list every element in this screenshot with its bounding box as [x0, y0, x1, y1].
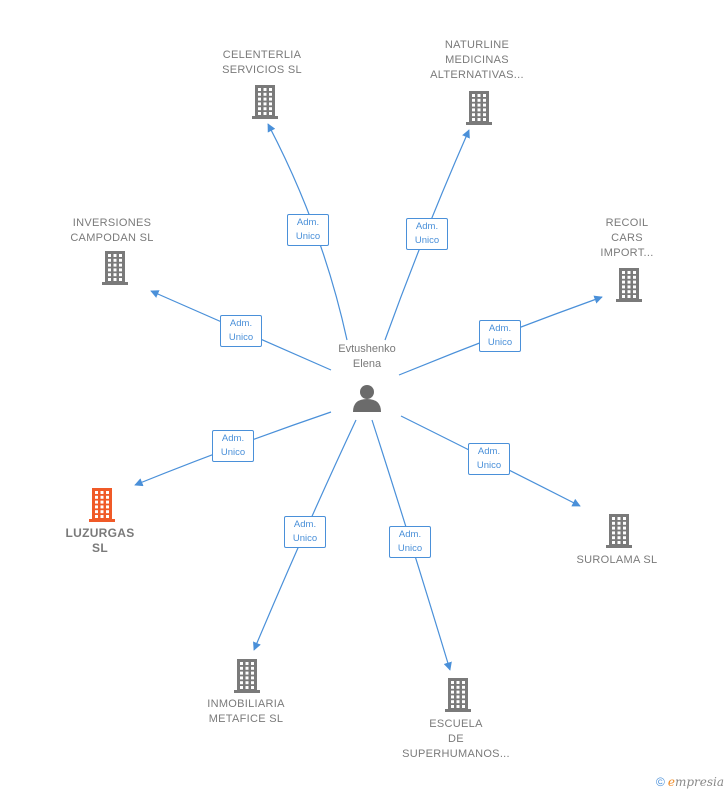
- building-icon-recoil[interactable]: [616, 268, 642, 302]
- company-label-luzurgas[interactable]: LUZURGAS SL: [65, 526, 135, 555]
- role-tag-inmobiliaria[interactable]: Adm. Unico: [284, 516, 326, 548]
- role-tag-celenterlia[interactable]: Adm. Unico: [287, 214, 329, 246]
- person-icon[interactable]: [353, 385, 381, 412]
- company-label-escuela[interactable]: ESCUELA DE SUPERHUMANOS...: [402, 718, 510, 760]
- role-tag-luzurgas[interactable]: Adm. Unico: [212, 430, 254, 462]
- role-tag-inversiones[interactable]: Adm. Unico: [220, 315, 262, 347]
- building-icon-luzurgas[interactable]: [89, 488, 115, 522]
- company-label-surolama[interactable]: SUROLAMA SL: [576, 554, 658, 566]
- company-label-naturline[interactable]: NATURLINE MEDICINAS ALTERNATIVAS...: [430, 39, 524, 81]
- role-tag-naturline[interactable]: Adm. Unico: [406, 218, 448, 250]
- role-tag-surolama[interactable]: Adm. Unico: [468, 443, 510, 475]
- building-icon-inmobiliaria[interactable]: [234, 659, 260, 693]
- brand-name: mpresia: [674, 775, 724, 789]
- role-tag-escuela[interactable]: Adm. Unico: [389, 526, 431, 558]
- footer-brand: ©empresia: [656, 775, 724, 789]
- role-tag-recoil[interactable]: Adm. Unico: [479, 320, 521, 352]
- company-label-inversiones[interactable]: INVERSIONES CAMPODAN SL: [70, 217, 154, 244]
- company-label-inmobiliaria[interactable]: INMOBILIARIA METAFICE SL: [207, 698, 285, 725]
- person-name[interactable]: Evtushenko Elena: [338, 343, 396, 370]
- building-icon-escuela[interactable]: [445, 678, 471, 712]
- building-icon-inversiones[interactable]: [102, 251, 128, 285]
- building-icon-celenterlia[interactable]: [252, 85, 278, 119]
- company-label-celenterlia[interactable]: CELENTERLIA SERVICIOS SL: [222, 49, 302, 76]
- copyright-symbol: ©: [655, 775, 665, 789]
- building-icon-naturline[interactable]: [466, 91, 492, 125]
- company-label-recoil[interactable]: RECOIL CARS IMPORT...: [600, 217, 654, 259]
- brand-e: e: [667, 775, 675, 789]
- building-icon-surolama[interactable]: [606, 514, 632, 548]
